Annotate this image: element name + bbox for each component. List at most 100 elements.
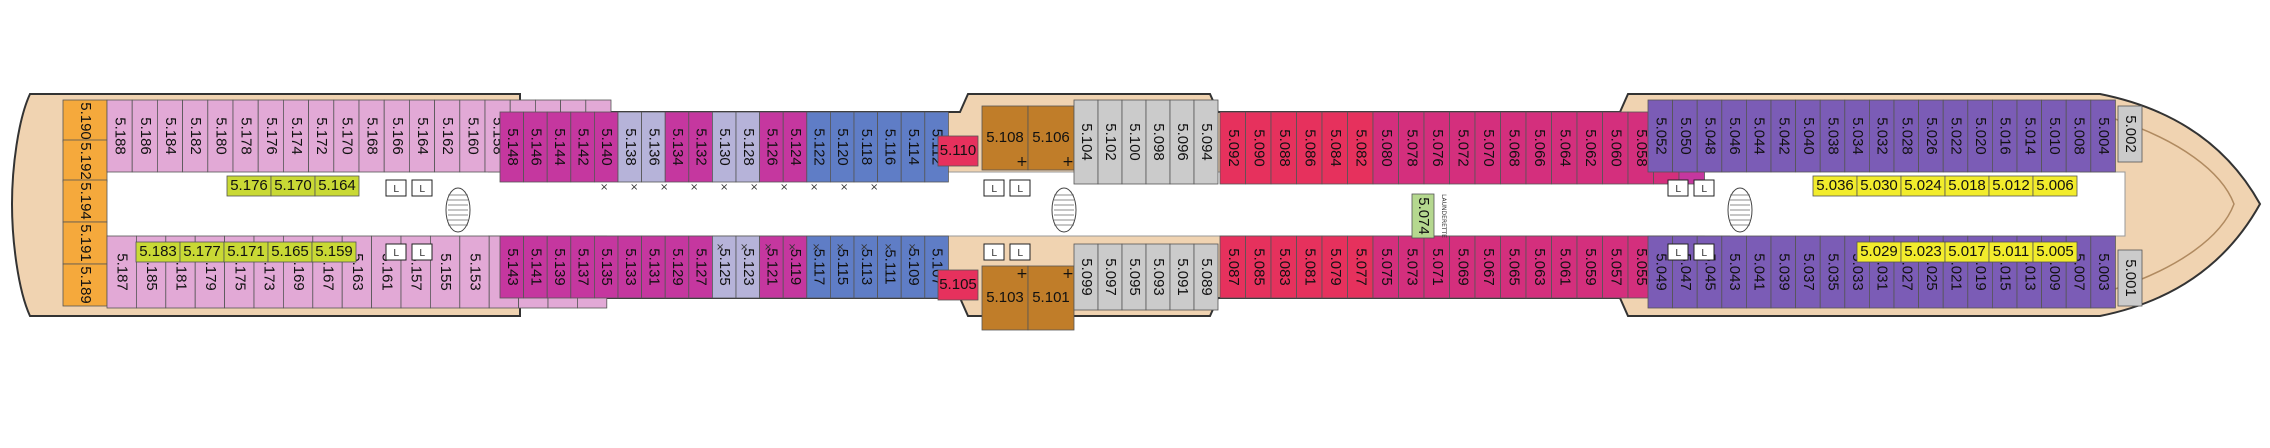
cabin-5.075[interactable]: 5.075 — [1372, 235, 1399, 299]
cabin-5.166[interactable]: 5.166 — [383, 99, 410, 173]
cabin-5.004[interactable]: 5.004 — [2090, 99, 2116, 173]
cabin-5.125[interactable]: 5.125 — [712, 235, 737, 299]
cabin-5.093[interactable]: 5.093 — [1145, 243, 1171, 311]
cabin-5.189[interactable]: 5.189 — [62, 263, 108, 307]
cabin-5.171[interactable]: 5.171 — [223, 241, 269, 263]
cabin-5.164[interactable]: 5.164 — [408, 99, 435, 173]
cabin-5.081[interactable]: 5.081 — [1296, 235, 1323, 299]
cabin-5.184[interactable]: 5.184 — [156, 99, 183, 173]
cabin-5.094[interactable]: 5.094 — [1193, 99, 1219, 185]
cabin-5.063[interactable]: 5.063 — [1525, 235, 1552, 299]
cabin-5.176[interactable]: 5.176 — [257, 99, 284, 173]
cabin-5.127[interactable]: 5.127 — [688, 235, 713, 299]
cabin-5.138[interactable]: 5.138 — [617, 111, 643, 183]
cabin-5.148[interactable]: 5.148 — [499, 111, 525, 183]
cabin-5.005[interactable]: 5.005 — [2032, 241, 2078, 263]
cabin-5.048[interactable]: 5.048 — [1696, 99, 1723, 173]
cabin-5.068[interactable]: 5.068 — [1500, 111, 1527, 185]
cabin-5.160[interactable]: 5.160 — [459, 99, 486, 173]
cabin-5.082[interactable]: 5.082 — [1347, 111, 1374, 185]
cabin-5.091[interactable]: 5.091 — [1169, 243, 1195, 311]
cabin-5.103[interactable]: 5.103+ — [981, 265, 1029, 331]
cabin-5.057[interactable]: 5.057 — [1602, 235, 1629, 299]
cabin-5.072[interactable]: 5.072 — [1449, 111, 1476, 185]
cabin-5.012[interactable]: 5.012 — [1988, 175, 2034, 197]
cabin-5.099[interactable]: 5.099 — [1073, 243, 1099, 311]
cabin-5.165[interactable]: 5.165 — [267, 241, 313, 263]
cabin-5.159[interactable]: 5.159 — [311, 241, 357, 263]
cabin-5.182[interactable]: 5.182 — [182, 99, 209, 173]
cabin-5.186[interactable]: 5.186 — [131, 99, 158, 173]
cabin-5.180[interactable]: 5.180 — [207, 99, 234, 173]
cabin-5.084[interactable]: 5.084 — [1321, 111, 1348, 185]
cabin-5.011[interactable]: 5.011 — [1988, 241, 2034, 263]
cabin-5.102[interactable]: 5.102 — [1097, 99, 1123, 185]
cabin-5.066[interactable]: 5.066 — [1525, 111, 1552, 185]
cabin-5.036[interactable]: 5.036 — [1812, 175, 1858, 197]
cabin-5.062[interactable]: 5.062 — [1576, 111, 1603, 185]
cabin-5.194[interactable]: 5.194 — [62, 179, 108, 223]
cabin-5.133[interactable]: 5.133 — [617, 235, 643, 299]
cabin-5.085[interactable]: 5.085 — [1245, 235, 1272, 299]
cabin-5.098[interactable]: 5.098 — [1145, 99, 1171, 185]
cabin-5.070[interactable]: 5.070 — [1474, 111, 1501, 185]
cabin-5.187[interactable]: 5.187 — [106, 235, 137, 309]
cabin-5.067[interactable]: 5.067 — [1474, 235, 1501, 299]
cabin-5.038[interactable]: 5.038 — [1819, 99, 1846, 173]
cabin-5.059[interactable]: 5.059 — [1576, 235, 1603, 299]
cabin-5.126[interactable]: 5.126 — [759, 111, 784, 183]
cabin-5.017[interactable]: 5.017 — [1944, 241, 1990, 263]
cabin-5.114[interactable]: 5.114 — [900, 111, 926, 183]
cabin-5.061[interactable]: 5.061 — [1551, 235, 1578, 299]
cabin-5.118[interactable]: 5.118 — [853, 111, 879, 183]
cabin-5.097[interactable]: 5.097 — [1097, 243, 1123, 311]
cabin-5.037[interactable]: 5.037 — [1795, 235, 1821, 309]
cabin-5.128[interactable]: 5.128 — [735, 111, 761, 183]
cabin-5.052[interactable]: 5.052 — [1647, 99, 1674, 173]
cabin-5.020[interactable]: 5.020 — [1967, 99, 1993, 173]
cabin-5.137[interactable]: 5.137 — [570, 235, 595, 299]
cabin-5.060[interactable]: 5.060 — [1602, 111, 1629, 185]
cabin-5.087[interactable]: 5.087 — [1219, 235, 1246, 299]
cabin-5.046[interactable]: 5.046 — [1721, 99, 1747, 173]
cabin-5.142[interactable]: 5.142 — [570, 111, 595, 183]
cabin-5.079[interactable]: 5.079 — [1321, 235, 1348, 299]
cabin-5.172[interactable]: 5.172 — [308, 99, 335, 173]
cabin-5.110[interactable]: 5.110 — [937, 135, 979, 167]
cabin-5.016[interactable]: 5.016 — [1992, 99, 2018, 173]
cabin-5.042[interactable]: 5.042 — [1770, 99, 1797, 173]
cabin-5.073[interactable]: 5.073 — [1398, 235, 1425, 299]
cabin-5.131[interactable]: 5.131 — [641, 235, 666, 299]
cabin-5.177[interactable]: 5.177 — [179, 241, 225, 263]
cabin-5.190[interactable]: 5.190 — [62, 99, 108, 143]
cabin-5.101[interactable]: 5.101+ — [1027, 265, 1075, 331]
cabin-5.116[interactable]: 5.116 — [877, 111, 902, 183]
cabin-5.002[interactable]: 5.002 — [2117, 105, 2143, 163]
cabin-5.162[interactable]: 5.162 — [434, 99, 461, 173]
cabin-5.135[interactable]: 5.135 — [594, 235, 619, 299]
cabin-5.132[interactable]: 5.132 — [688, 111, 713, 183]
cabin-5.174[interactable]: 5.174 — [282, 99, 309, 173]
cabin-5.176[interactable]: 5.176 — [226, 175, 272, 197]
cabin-5.108[interactable]: 5.108+ — [981, 105, 1029, 171]
cabin-5.090[interactable]: 5.090 — [1245, 111, 1272, 185]
cabin-5.032[interactable]: 5.032 — [1869, 99, 1895, 173]
cabin-5.018[interactable]: 5.018 — [1944, 175, 1990, 197]
cabin-5.050[interactable]: 5.050 — [1672, 99, 1698, 173]
cabin-5.130[interactable]: 5.130 — [712, 111, 737, 183]
cabin-5.043[interactable]: 5.043 — [1721, 235, 1747, 309]
cabin-5.064[interactable]: 5.064 — [1551, 111, 1578, 185]
cabin-5.119[interactable]: 5.119 — [782, 235, 808, 299]
cabin-5.117[interactable]: 5.117 — [806, 235, 831, 299]
cabin-5.191[interactable]: 5.191 — [62, 221, 108, 265]
cabin-5.192[interactable]: 5.192 — [62, 139, 108, 183]
cabin-5.083[interactable]: 5.083 — [1270, 235, 1297, 299]
cabin-5.144[interactable]: 5.144 — [546, 111, 572, 183]
cabin-5.100[interactable]: 5.100 — [1121, 99, 1147, 185]
cabin-5.086[interactable]: 5.086 — [1296, 111, 1323, 185]
cabin-5.164[interactable]: 5.164 — [314, 175, 360, 197]
cabin-5.035[interactable]: 5.035 — [1819, 235, 1846, 309]
cabin-5.106[interactable]: 5.106+ — [1027, 105, 1075, 171]
cabin-5.178[interactable]: 5.178 — [232, 99, 259, 173]
cabin-5.023[interactable]: 5.023 — [1900, 241, 1946, 263]
